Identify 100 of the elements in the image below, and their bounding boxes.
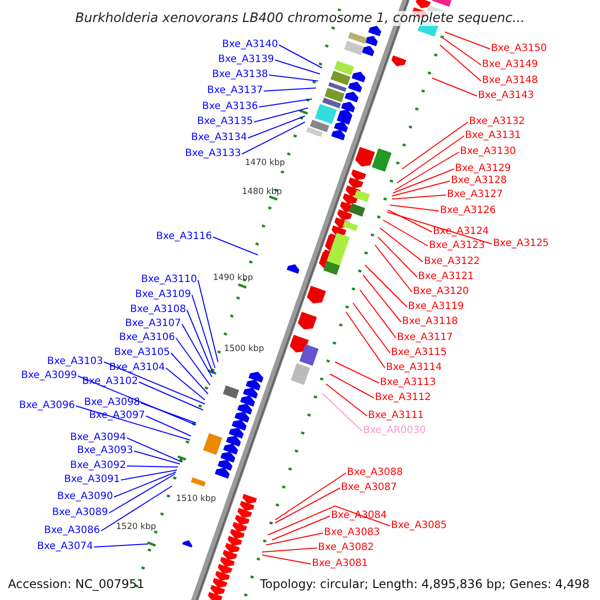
leader-line [396,136,464,184]
leader-line [166,368,206,400]
gene-label: Bxe_A3116 [156,231,212,243]
gene-label: Bxe_A3083 [324,527,380,539]
position-label: 1470 kbp [245,158,286,168]
leader-line [402,122,468,170]
gene-label: Bxe_A3081 [312,558,368,570]
gene-label: Bxe_A3123 [429,240,485,252]
gene-label: Bxe_A3133 [185,148,241,160]
gene-label: Bxe_A3148 [482,75,538,87]
gene-label: Bxe_A3139 [218,54,274,66]
gene-label: Bxe_A3136 [202,101,258,113]
info-text: Accession: NC_007951 [8,577,144,591]
leader-line [140,402,196,424]
leader-line [392,180,450,196]
leader-line [120,470,178,480]
gene-label: Bxe_A3093 [77,445,133,457]
gene-label: Bxe_A3086 [44,525,100,537]
gene-label: Bxe_A3094 [70,432,126,444]
gene-label: Bxe_A3129 [455,163,511,175]
gene-label: Bxe_A3134 [191,132,247,144]
map-title: Burkholderia xenovorans LB400 chromosome 1, complete sequenc... [75,11,525,26]
leader-line [274,472,346,520]
gene-label: Bxe_A3087 [341,482,397,494]
leader-line [444,32,490,50]
leader-line [440,44,482,82]
gene-label: Bxe_A3082 [318,542,374,554]
leader-line [138,382,204,410]
leader-line [242,122,306,154]
leader-line [322,394,362,432]
gene-label: Bxe_A3122 [424,256,480,268]
gene-label: Bxe_A3074 [37,541,93,553]
gene-label: Bxe_A3096 [19,400,75,412]
gene-label: Bxe_AR0030 [363,425,426,437]
leader-line [212,236,258,256]
leader-line [248,116,306,138]
leader-line [362,274,402,322]
leader-line [94,544,148,548]
gene-label: Bxe_A3090 [57,491,113,503]
leader-line [182,324,212,378]
gene-label: Bxe_A3113 [380,377,436,389]
gene-label: Bxe_A3085 [391,520,447,532]
leader-line [192,294,216,368]
gene-label: Bxe_A3088 [347,467,403,479]
leader-line [432,78,478,96]
leader-line [268,74,318,82]
gene-label: Bxe_A3143 [478,90,534,102]
gene-label: Bxe_A3127 [447,189,503,201]
leader-line [264,88,316,92]
leader-line [274,488,340,524]
leader-line [76,406,190,440]
info-text: Topology: circular; Length: 4,895,836 bp; Genes: 4,498 [260,577,590,591]
leader-line [382,220,428,246]
gene-label: Bxe_A3119 [408,301,464,313]
leader-line [134,450,180,464]
leader-line [108,474,176,514]
leader-line [266,532,324,546]
gene-label: Bxe_A3103 [47,356,103,368]
leader-line [394,152,460,190]
gene-label: Bxe_A3109 [135,289,191,301]
leader-line [126,466,178,468]
leader-line [390,204,440,212]
gene-label: Bxe_A3108 [130,304,186,316]
gene-label: Bxe_A3128 [451,175,507,187]
leader-line [258,98,312,108]
leader-line [380,228,424,262]
position-label: 1520 kbp [116,522,156,532]
leader-line [392,194,446,200]
gene-label: Bxe_A3121 [418,271,474,283]
leader-line [364,264,408,308]
leader-line [360,290,396,338]
leader-line [334,362,380,384]
gene-label: Bxe_A3132 [469,116,525,128]
gene-label: Bxe_A3135 [197,116,253,128]
gene-label: Bxe_A3118 [402,316,458,328]
leader-line [170,352,208,394]
gene-label: Bxe_A3120 [413,286,469,298]
gene-label: Bxe_A3110 [141,274,197,286]
leader-line [146,416,192,436]
leader-line [262,548,318,552]
leader-line [126,438,182,462]
leader-line [388,210,432,232]
leader-line [104,362,206,404]
gene-label: Bxe_A3099 [21,370,77,382]
gene-label: Bxe_A3098 [84,397,140,409]
leader-line [114,472,176,498]
gene-label: Bxe_A3106 [119,332,175,344]
gene-label: Bxe_A3111 [368,410,424,422]
gene-label: Bxe_A3114 [386,362,442,374]
leader-line [254,108,308,122]
gene-label: Bxe_A3091 [64,474,120,486]
leader-line [78,376,196,426]
leader-line [268,505,390,536]
gene-label: Bxe_A3117 [397,332,453,344]
gene-label: Bxe_A3089 [52,507,108,519]
leader-line [378,236,418,278]
gene-label: Bxe_A3105 [114,347,170,359]
leader-line [442,38,482,66]
gene-label: Bxe_A3138 [212,69,268,81]
leader-line [262,554,312,564]
